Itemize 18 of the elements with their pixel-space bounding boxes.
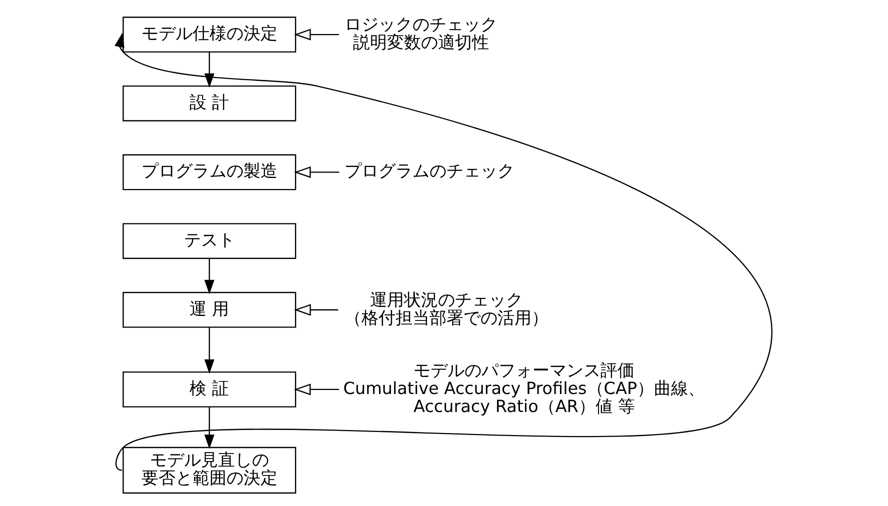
- node-box: 設 計: [122, 85, 296, 122]
- node-box: テスト: [122, 223, 296, 259]
- arrow: [294, 166, 340, 178]
- node-box: モデル見直しの要否と範囲の決定: [122, 446, 296, 494]
- node-box: 運 用: [122, 292, 296, 328]
- arrow: [204, 327, 214, 374]
- node-box: プログラムの製造: [122, 154, 296, 190]
- node-text: ロジックのチェック 説明変数の適切性: [344, 14, 498, 52]
- node-box: モデル仕様の決定: [122, 16, 296, 53]
- node-text: モデルのパフォーマンス評価 Cumulative Accuracy Profiles（CAP）曲線、 Accuracy Ratio（AR）値 等: [343, 360, 706, 416]
- arrow: [294, 28, 339, 40]
- arrow: [204, 258, 214, 294]
- node-text: 運用状況のチェック（格付担当部署での活用）: [344, 289, 548, 328]
- node-text: プログラムのチェック: [344, 160, 515, 181]
- arrow: [294, 304, 338, 316]
- arrow: [294, 384, 340, 396]
- arrow: [204, 406, 214, 449]
- node-box: 検 証: [122, 372, 296, 408]
